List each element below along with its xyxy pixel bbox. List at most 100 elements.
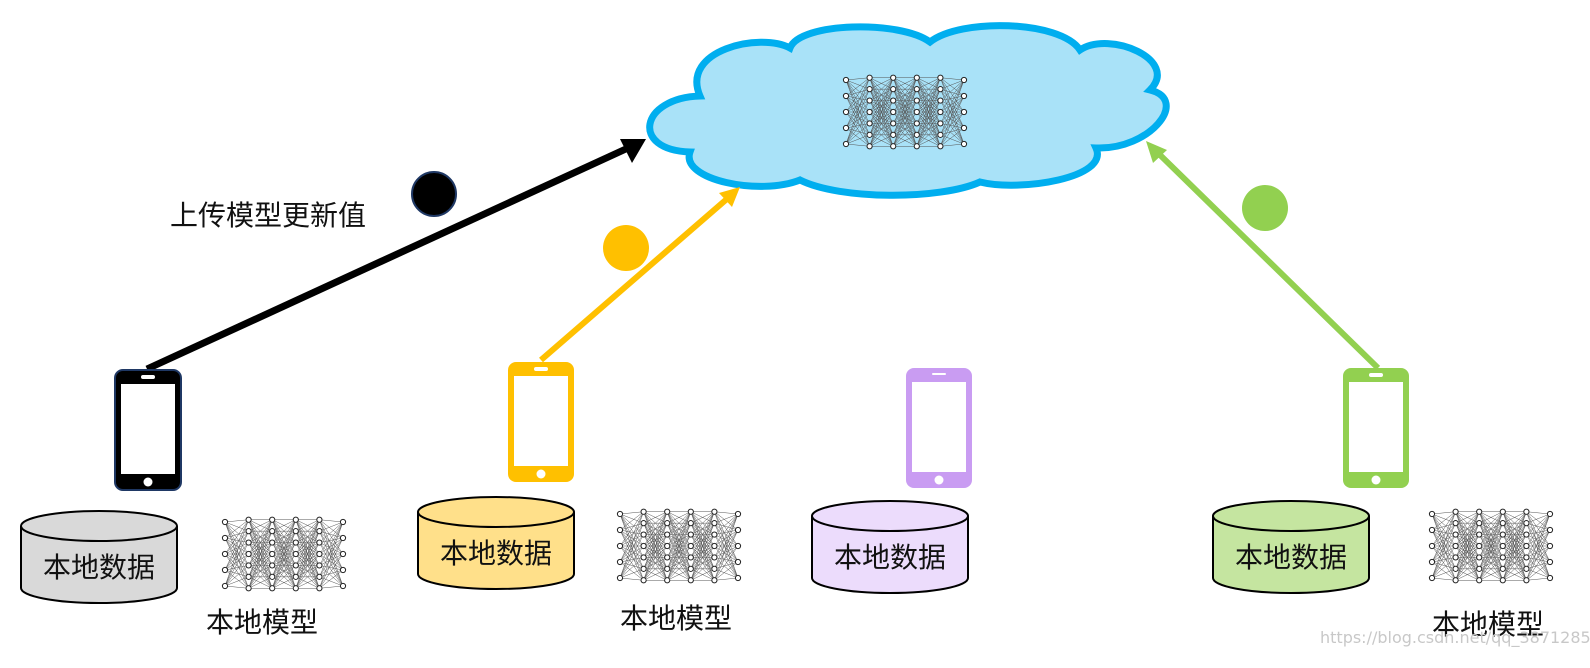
- nn-edge: [916, 77, 941, 147]
- nn-node: [292, 516, 299, 523]
- nn-node: [339, 566, 347, 574]
- nn-edge: [619, 545, 644, 581]
- nn-node: [221, 582, 229, 590]
- nn-node: [245, 516, 252, 523]
- nn-node: [640, 577, 647, 584]
- nn-node: [1546, 574, 1554, 582]
- nn-node: [1499, 508, 1506, 515]
- nn-edge: [1431, 513, 1456, 558]
- nn-node: [616, 526, 624, 534]
- nn-edge: [1431, 534, 1456, 579]
- nn-edge: [619, 529, 644, 581]
- nn-node: [687, 542, 694, 550]
- nn-node: [913, 108, 920, 116]
- nn-node: [687, 577, 694, 584]
- nn-edge: [714, 529, 739, 535]
- nn-edge: [916, 77, 941, 124]
- nn-edge: [271, 519, 297, 589]
- nn-edge: [666, 511, 692, 581]
- nn-edge: [619, 513, 644, 547]
- nn-edge: [1526, 513, 1551, 581]
- nn-edge: [869, 111, 894, 147]
- nn-node: [687, 520, 694, 527]
- nn-edge: [1431, 529, 1456, 547]
- nn-edge: [940, 111, 965, 147]
- nn-edge: [1526, 568, 1551, 579]
- nn-edge: [893, 77, 917, 90]
- nn-edge: [248, 576, 273, 589]
- nn-edge: [272, 565, 296, 589]
- nn-node: [734, 558, 742, 566]
- nn-edge: [271, 542, 297, 589]
- nn-edge: [666, 511, 692, 558]
- nn-edge: [271, 531, 297, 589]
- nn-edge: [319, 531, 344, 587]
- nn-node: [866, 74, 873, 81]
- nn-edge: [248, 519, 273, 566]
- nn-edge: [224, 553, 249, 571]
- nn-edge: [1479, 568, 1503, 581]
- nn-edge: [1526, 513, 1551, 558]
- nn-node: [1546, 526, 1554, 534]
- marker-dot-client-4: [1242, 185, 1288, 231]
- nn-edge: [940, 111, 965, 129]
- local-model-label: 本地模型: [620, 602, 732, 635]
- nn-node: [245, 573, 252, 580]
- nn-edge: [1431, 545, 1456, 563]
- nn-node: [1476, 565, 1483, 572]
- cloud-neural-network-icon: [842, 74, 968, 150]
- nn-edge: [845, 127, 870, 136]
- nn-edge: [940, 89, 965, 145]
- nn-edge: [714, 557, 739, 563]
- nn-node: [687, 554, 694, 561]
- nn-edge: [1526, 545, 1551, 570]
- nn-edge: [224, 553, 249, 589]
- nn-node: [960, 108, 968, 116]
- nn-node: [866, 108, 873, 116]
- nn-node: [1452, 542, 1459, 550]
- nn-node: [1523, 520, 1530, 527]
- nn-node: [890, 131, 897, 138]
- nn-edge: [1455, 557, 1480, 581]
- nn-edge: [714, 545, 739, 581]
- nn-edge: [714, 513, 739, 535]
- nn-node: [687, 565, 694, 572]
- nn-edge: [1502, 511, 1527, 535]
- nn-node: [1499, 565, 1506, 572]
- nn-edge: [1526, 561, 1551, 581]
- nn-edge: [1455, 523, 1480, 581]
- nn-node: [316, 539, 323, 546]
- nn-node: [664, 565, 671, 572]
- nn-edge: [643, 523, 668, 581]
- nn-edge: [1502, 568, 1527, 581]
- upload-label: 上传模型更新值: [170, 199, 366, 232]
- nn-edge: [224, 519, 249, 523]
- nn-node: [1523, 577, 1530, 584]
- nn-edge: [1526, 545, 1551, 581]
- nn-edge: [248, 542, 273, 589]
- nn-edge: [1431, 557, 1456, 563]
- nn-edge: [248, 531, 273, 589]
- nn-edge: [940, 89, 965, 129]
- nn-node: [937, 131, 944, 138]
- nn-edge: [1526, 522, 1551, 531]
- nn-edge: [319, 519, 344, 587]
- nn-node: [890, 143, 897, 150]
- nn-edge: [1526, 513, 1551, 547]
- nn-edge: [319, 519, 344, 539]
- nn-node: [890, 86, 897, 93]
- nn-edge: [714, 513, 739, 524]
- arrowhead-client-4: [1146, 141, 1167, 163]
- nn-edge: [1526, 523, 1551, 563]
- nn-edge: [1431, 522, 1456, 547]
- nn-edge: [224, 542, 249, 587]
- nn-edge: [940, 143, 965, 147]
- nn-edge: [1502, 511, 1527, 558]
- nn-edge: [690, 511, 715, 558]
- nn-edge: [295, 542, 320, 589]
- nn-edge: [666, 545, 692, 581]
- nn-edge: [643, 557, 668, 581]
- nn-edge: [619, 529, 644, 535]
- nn-node: [1476, 508, 1483, 515]
- nn-node: [842, 108, 850, 116]
